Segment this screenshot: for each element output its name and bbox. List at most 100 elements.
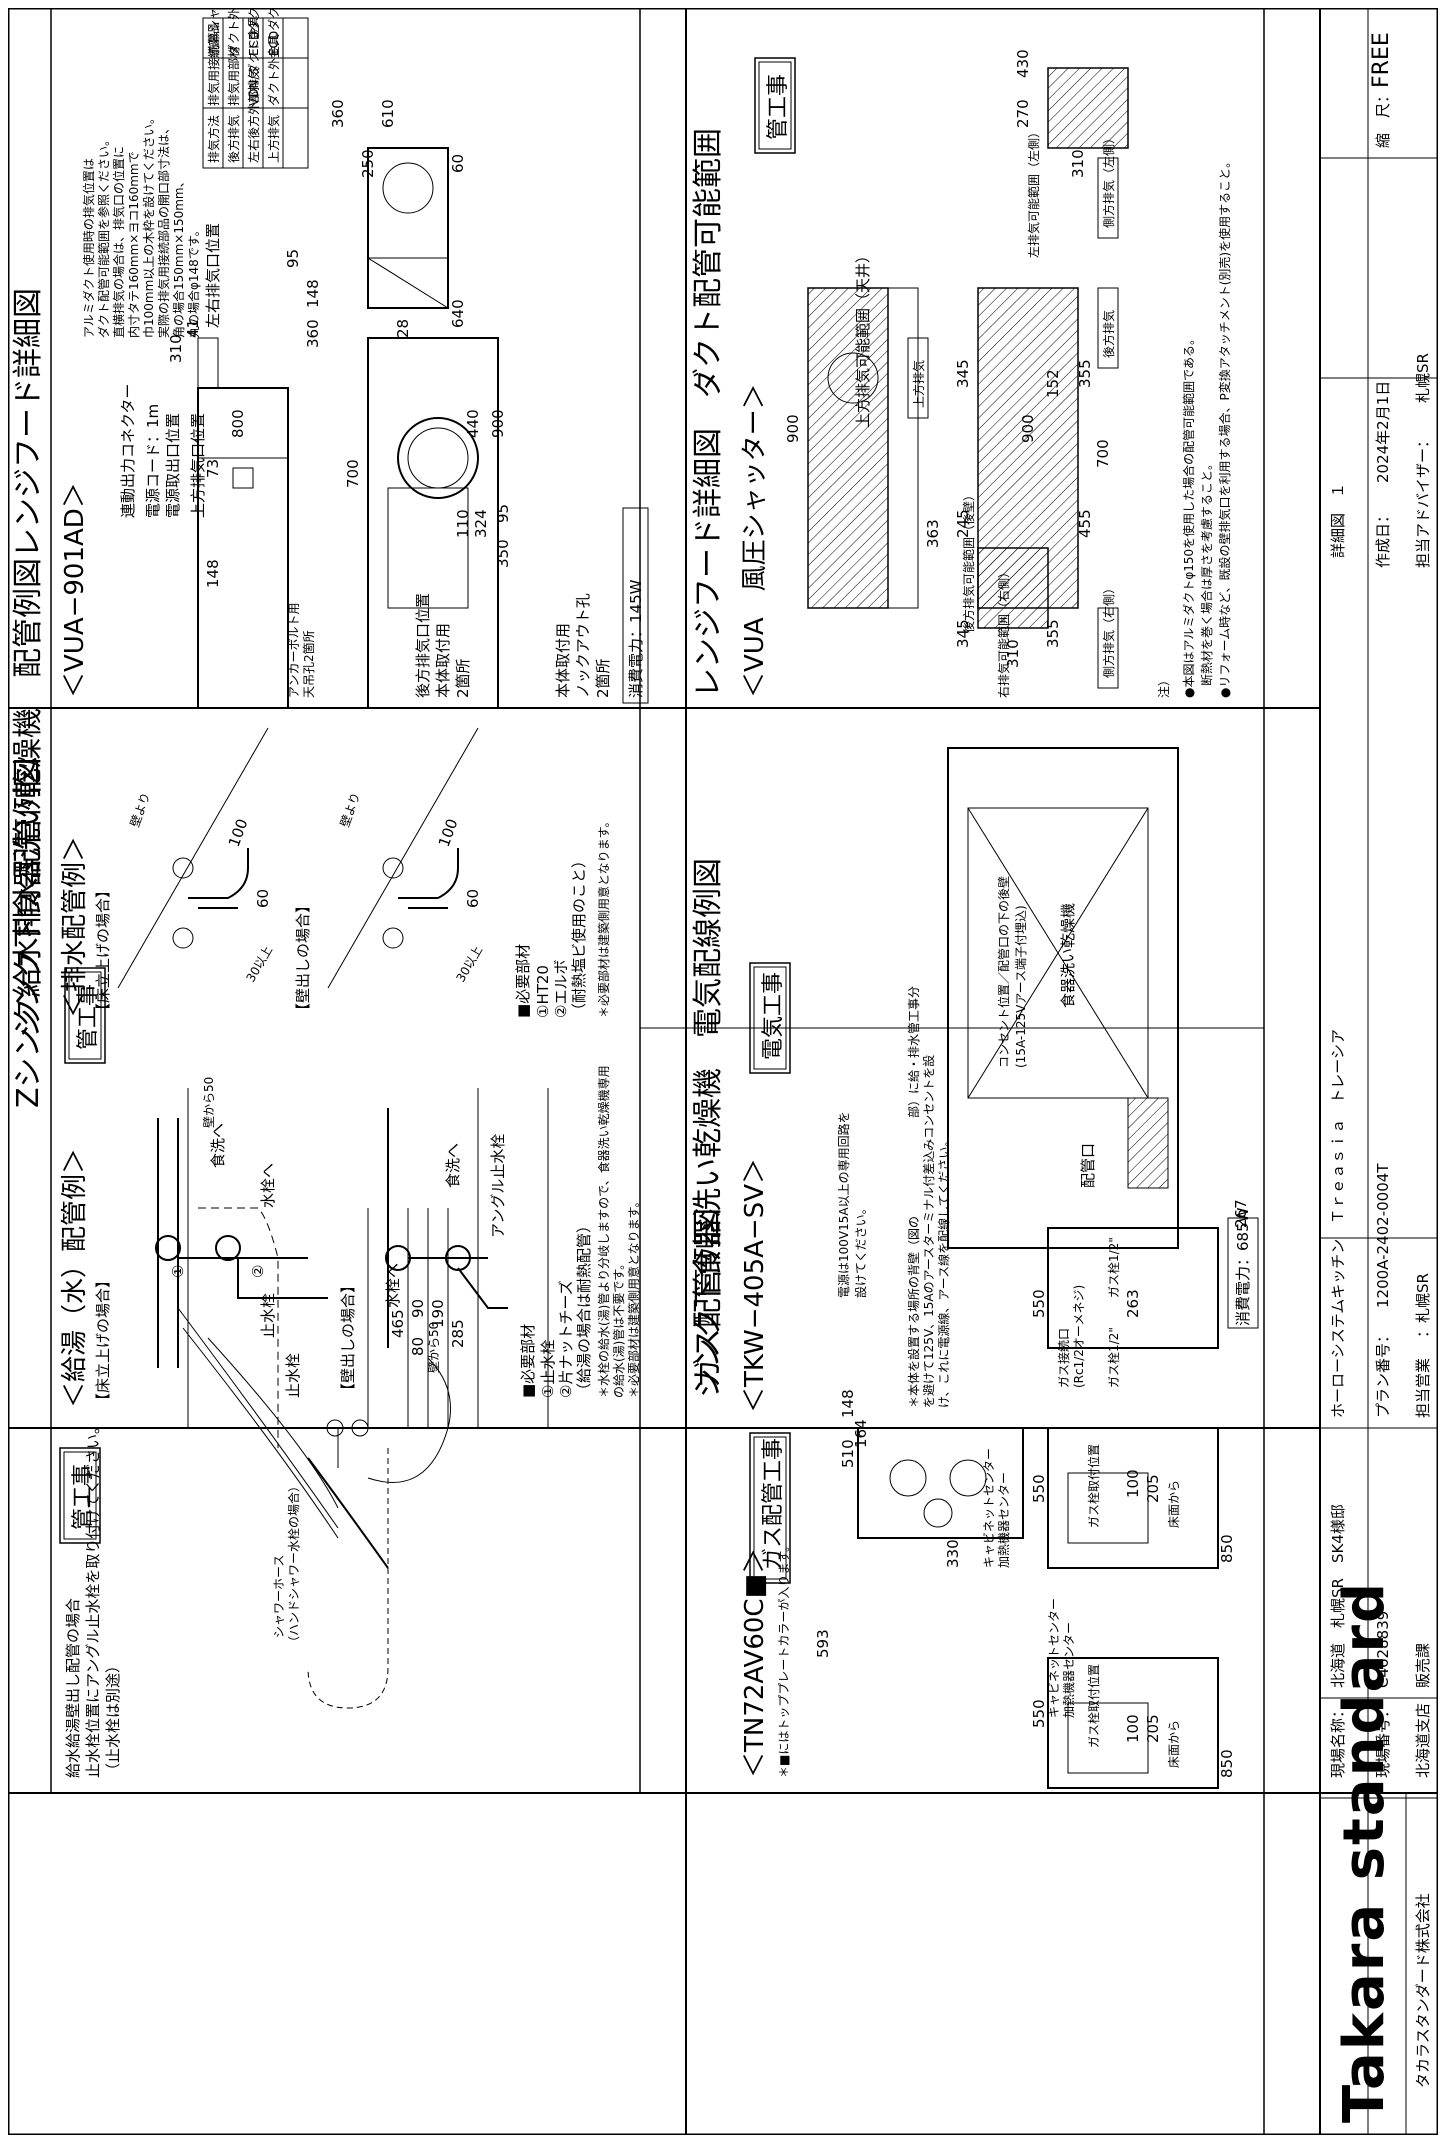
supply-case-wall: 【壁出しの場合】 [339, 1278, 357, 1398]
parts-title: ■必要部材 [519, 1324, 537, 1398]
gas-dim-593: 593 [814, 1629, 832, 1658]
gas-floor-2: 床面から [1167, 1720, 1181, 1768]
dim-148: 148 [204, 559, 222, 588]
panel-title-duct: レンジフード詳細図 ダクト配管可能範囲 [691, 128, 726, 698]
gas-dim-550: 550 [1030, 1474, 1048, 1503]
marker-1: ① [169, 1265, 187, 1278]
duct-dim-345: 345 [954, 359, 972, 388]
scale: FREE [1369, 32, 1394, 88]
gas-dim-330: 330 [944, 1539, 962, 1568]
dim-28: 28 [394, 319, 412, 338]
dim-95: 95 [494, 504, 512, 523]
product-name: ホーローシステムキッチン Ｔｒｅａｓｉａ トレーシア [1329, 1029, 1347, 1418]
drain-part-1: ①HT20 [534, 965, 552, 1018]
label-side-right: 側方排気（右側） [1101, 582, 1116, 678]
gas-dim-100-2: 100 [1124, 1714, 1142, 1743]
panel-range-hood: レンジフード詳細図 ＜VUA−901AD＞ 連動出力コネクター 電源コード：1m… [11, 8, 649, 709]
drain-title: ＜排水配管例＞ [60, 836, 90, 1018]
stamp-text-2: 管工事 [76, 984, 101, 1050]
duct-dim-430: 430 [1014, 49, 1032, 78]
label-left-range: 左排気可能範囲（左側） [1026, 126, 1041, 258]
table-header-3: 前幕シャッター [206, 8, 221, 56]
duct-dim-355-2: 355 [1044, 619, 1062, 648]
part-1: ①止水栓 [539, 1340, 557, 1398]
label-rear-range: 後方排気可能範囲（後壁） [961, 489, 976, 633]
gas-dim-850-2: 850 [1218, 1749, 1236, 1778]
drain-case-wall: 【壁出しの場合】 [294, 898, 312, 1018]
drawing-no: 詳細図 １ [1329, 483, 1347, 558]
duct-dim-270: 270 [1014, 99, 1032, 128]
label-outlet: 配管口 [1079, 1143, 1097, 1188]
company-name: タカラスタンダード株式会社 [1414, 1893, 1432, 2088]
title-block: Takara standard タカラスタンダード株式会社 現場名称： 北海道 … [1329, 32, 1432, 2123]
dim-610: 610 [379, 99, 397, 128]
created-label: 作成日： [1374, 508, 1392, 568]
sales: ：札幌SR [1414, 1273, 1432, 1338]
label-dishwasher: 食器洗い乾燥機 [1059, 903, 1077, 1008]
duct-note-1: 注） [1156, 674, 1171, 698]
stamp-elec: 電気工事 [749, 962, 791, 1074]
gas-center-1: キャビネットセンター [982, 1448, 996, 1568]
label-two-places: 2箇所 [454, 658, 472, 698]
label-stop-valve: 止水栓 [259, 1293, 277, 1338]
duct-note-4: ●リフォーム時など、既設の壁排気口を利用する場合、P変換アタッチメント(別売)を… [1217, 156, 1232, 698]
label-top-exhaust: 上方排気 [911, 360, 926, 408]
drain-part-2: ②エルボ [552, 960, 570, 1018]
created-date: 2024年2月1日 [1374, 381, 1392, 483]
table-cell: 上方排気 [266, 115, 281, 163]
duct-dim-900-2: 900 [1019, 414, 1037, 443]
dim-148-2: 148 [304, 279, 322, 308]
label-wall-50: 壁から50 [201, 1077, 216, 1128]
label-side-exhaust: 左右排気口位置 [204, 223, 222, 328]
hood-note-2: ダクト配管可能範囲を参照ください。 [96, 134, 111, 338]
gas-dim-263: 263 [1124, 1289, 1142, 1318]
part-3: （給湯の場合は耐熱配管） [575, 1218, 593, 1398]
label-rear-exhaust: 後方排気口位置 [414, 593, 432, 698]
hood-table: 排気方法 排気用接続部品 前幕シャッター 後方排気 排気用部材 ダクト外金具 左… [202, 8, 309, 169]
gas-pos: ガス栓取付位置 [1086, 1444, 1101, 1528]
marker-2: ② [249, 1265, 267, 1278]
note-1: ＊水栓の給水(湯)管より分岐しますので、食器洗い乾燥機専用 [596, 1065, 611, 1398]
label-body-hole: 本体取付用 [434, 623, 452, 698]
duct-dim-152: 152 [1044, 369, 1062, 398]
gas-floor: 床面から [1167, 1480, 1181, 1528]
note-line-1: 給水給湯壁出し配管の場合 [64, 1598, 82, 1778]
gas-dim-550-2: 550 [1030, 1699, 1048, 1728]
panel-title-dishwasher-elec: シンク下食器洗い乾燥機 電気配線例図 [691, 858, 726, 1398]
dim-80: 80 [409, 1337, 427, 1356]
stamp-text-gas: ガス配管工事 [761, 1438, 786, 1570]
duct-note-2: ●本図はアルミダクトφ150を使用した場合の配管可能範囲である。 [1181, 333, 1196, 698]
table-header-1: 排気方法 [206, 115, 221, 163]
duct-dim-245: 245 [954, 509, 972, 538]
label-cord: 電源コード：1m [144, 404, 162, 518]
dim-465: 465 [389, 1309, 407, 1338]
gas-note: ＊■にはトッププレートカラーが入ります。 [776, 1540, 791, 1778]
gas-pos-2: ガス栓取付位置 [1086, 1664, 1101, 1748]
gas-dim-205: 205 [1144, 1474, 1162, 1503]
drain-dim-60: 60 [254, 889, 272, 908]
duct-dim-355: 355 [1076, 359, 1094, 388]
power-note-1: 電源は100V15A以上の専用回路を [836, 1111, 851, 1298]
elec-note-3: を避けて125V、15Aのアースターミナル付差込みコンセントを設 [921, 1055, 936, 1408]
drain-parts-title: ■必要部材 [514, 944, 532, 1018]
gas-dim-205-2: 205 [1144, 1714, 1162, 1743]
duct-dim-310-2: 310 [1069, 149, 1087, 178]
drain-from-wall-2: 壁より [337, 790, 363, 829]
hood-note-8: 丸の場合φ148です。 [186, 224, 201, 338]
drain-part-3: （耐熱塩ビ使用のこと） [570, 853, 588, 1018]
stamp-pipe-2: 管工事 [64, 967, 106, 1064]
table-cell: 左右後方外部排気 [246, 67, 261, 163]
label-anchor: アンカーボルト用 [287, 602, 301, 698]
dim-285: 285 [449, 1319, 467, 1348]
dim-310: 310 [167, 334, 185, 363]
dim-700: 700 [344, 459, 362, 488]
label-side-left: 側方排気（左側） [1101, 132, 1116, 228]
stamp-text-duct: 管工事 [766, 74, 791, 140]
site-no: C4628839 [1374, 1611, 1392, 1688]
label-two-places-2: 2箇所 [594, 658, 612, 698]
table-cell: 排気用部材 [226, 46, 241, 106]
panel-gas: ガス配管例図 ガス配管工事 ＜TN72AV60C■＞ ＊■にはトッププレートカラ… [691, 1208, 1236, 1789]
site-name: 北海道 札幌SR SK4様邸 [1329, 1504, 1347, 1688]
label-outlet-spec: (15A-125Vアース端子付埋込) [1014, 905, 1028, 1068]
sales-label: 担当営業 [1414, 1358, 1432, 1418]
